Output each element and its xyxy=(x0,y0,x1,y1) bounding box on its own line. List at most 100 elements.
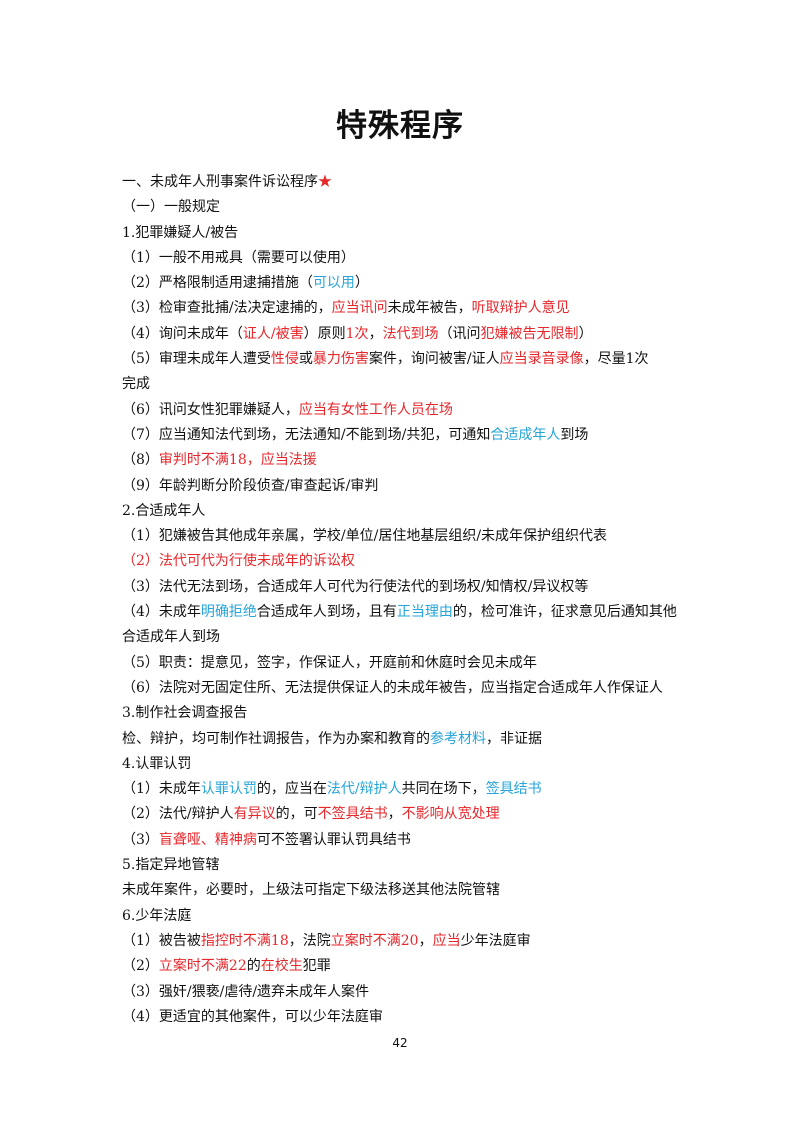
text-segment: 的，可 xyxy=(275,806,318,823)
text-segment: 3.制作社会调查报告 xyxy=(122,705,248,722)
text-segment: （6）法院对无固定住所、无法提供保证人的未成年被告，应当指定合适成年人作保证人 xyxy=(122,679,663,696)
blue-highlight-text: 参考材料 xyxy=(430,730,486,747)
section-heading: 一、未成年人刑事案件诉讼程序★ xyxy=(122,170,687,195)
text-segment: 4.认罪认罚 xyxy=(122,755,192,772)
text-segment: ，非证据 xyxy=(486,730,542,747)
text-segment: 到场 xyxy=(560,426,589,443)
item-heading: 4.认罪认罚 xyxy=(122,752,687,777)
list-item: （5）审理未成年人遭受性侵或暴力伤害案件，询问被害/证人应当录音录像，尽量1次 xyxy=(122,347,687,372)
text-segment: 2.合适成年人 xyxy=(122,502,206,519)
text-segment: 犯罪 xyxy=(302,958,331,975)
text-segment: 少年法庭审 xyxy=(460,932,531,949)
list-item-continuation: 合适成年人到场 xyxy=(122,625,687,650)
list-item-continuation: 完成 xyxy=(122,372,687,397)
text-segment: 的 xyxy=(246,958,261,975)
list-item: （2）法代/辩护人有异议的，可不签具结书，不影响从宽处理 xyxy=(122,802,687,827)
text-segment: （1）一般不用戒具（需要可以使用） xyxy=(122,249,355,266)
list-item: （4）更适宜的其他案件，可以少年法庭审 xyxy=(122,1005,687,1030)
red-highlight-text: 法代到场 xyxy=(382,325,439,342)
text-segment: （8） xyxy=(122,452,159,469)
text-segment: 可不签署认罪认罚具结书 xyxy=(256,831,411,848)
red-highlight-text: 不影响从宽处理 xyxy=(401,806,500,823)
text-segment: （1）犯嫌被告其他成年亲属，学校/单位/居住地基层组织/未成年保护组织代表 xyxy=(122,528,608,545)
text-segment: 案件，询问被害/证人 xyxy=(368,351,500,368)
text-segment: （讯问 xyxy=(438,325,481,342)
item-heading: 1.犯罪嫌疑人/被告 xyxy=(122,221,687,246)
red-highlight-text: （2）法代可代为行使未成年的诉讼权 xyxy=(122,553,355,570)
text-segment: （9）年龄判断分阶段侦查/审查起诉/审判 xyxy=(122,477,379,494)
red-highlight-text: 应当录音录像 xyxy=(499,351,584,368)
red-highlight-text: 立案时不满20 xyxy=(330,932,419,949)
text-segment: （6）讯问女性犯罪嫌疑人， xyxy=(122,401,299,418)
text-segment: 或 xyxy=(298,351,313,368)
red-highlight-text: 审判时不满18，应当法援 xyxy=(158,452,317,469)
text-segment: （1）被告被 xyxy=(122,932,201,949)
text-segment: 的，应当在 xyxy=(256,781,327,798)
item-heading: 2.合适成年人 xyxy=(122,499,687,524)
list-item: （3）法代无法到场，合适成年人可代为行使法代的到场权/知情权/异议权等 xyxy=(122,575,687,600)
text-segment: （2） xyxy=(122,958,159,975)
text-segment: （5）审理未成年人遭受 xyxy=(122,351,271,368)
text-segment: （一）一般规定 xyxy=(122,199,220,216)
blue-highlight-text: 正当理由 xyxy=(396,604,453,621)
list-item: （1）一般不用戒具（需要可以使用） xyxy=(122,246,687,271)
red-highlight-text: 应当 xyxy=(432,932,461,949)
red-highlight-text: 犯嫌被告无限制 xyxy=(480,325,579,342)
text-segment: （3） xyxy=(122,831,159,848)
blue-highlight-text: 签具结书 xyxy=(485,781,542,798)
text-segment: ， xyxy=(418,932,433,949)
paragraph: 未成年案件，必要时，上级法可指定下级法移送其他法院管辖 xyxy=(122,878,687,903)
list-item: （2）法代可代为行使未成年的诉讼权 xyxy=(122,549,687,574)
list-item: （3）盲聋哑、精神病可不签署认罪认罚具结书 xyxy=(122,828,687,853)
red-highlight-text: 不签具结书 xyxy=(317,806,388,823)
text-segment: 5.指定异地管辖 xyxy=(122,857,220,874)
text-segment: （5）职责：提意见，签字，作保证人，开庭前和休庭时会见未成年 xyxy=(122,654,537,671)
text-segment: 未成年案件，必要时，上级法可指定下级法移送其他法院管辖 xyxy=(122,882,500,899)
text-segment: 完成 xyxy=(122,376,150,393)
red-highlight-text: 立案时不满22 xyxy=(158,958,247,975)
list-item: （4）未成年明确拒绝合适成年人到场，且有正当理由的，检可准许，征求意见后通知其他 xyxy=(122,600,687,625)
text-segment: ，尽量1次 xyxy=(583,351,649,368)
list-item: （2）立案时不满22的在校生犯罪 xyxy=(122,954,687,979)
text-segment: （2）法代/辩护人 xyxy=(122,806,234,823)
red-highlight-text: 1次 xyxy=(345,325,369,342)
text-segment: （3）法代无法到场，合适成年人可代为行使法代的到场权/知情权/异议权等 xyxy=(122,578,589,595)
list-item: （7）应当通知法代到场，无法通知/不能到场/共犯，可通知合适成年人到场 xyxy=(122,423,687,448)
item-heading: 6.少年法庭 xyxy=(122,904,687,929)
text-segment: （3）检审查批捕/法决定逮捕的， xyxy=(122,300,332,317)
text-segment: （1）未成年 xyxy=(122,781,201,798)
red-highlight-text: 应当有女性工作人员在场 xyxy=(298,401,453,418)
text-segment: 1.犯罪嫌疑人/被告 xyxy=(122,224,239,241)
list-item: （6）法院对无固定住所、无法提供保证人的未成年被告，应当指定合适成年人作保证人 xyxy=(122,676,687,701)
text-segment: （4）询问未成年（ xyxy=(122,325,243,342)
text-segment: ， xyxy=(387,806,402,823)
text-segment: 未成年被告， xyxy=(387,300,472,317)
document-body: 一、未成年人刑事案件诉讼程序★ （一）一般规定 1.犯罪嫌疑人/被告 （1）一般不用戒… xyxy=(122,170,687,1030)
text-segment: 共同在场下， xyxy=(401,781,486,798)
blue-highlight-text: 合适成年人 xyxy=(490,426,561,443)
red-highlight-text: 证人/被害 xyxy=(242,325,304,342)
page-number: 42 xyxy=(392,1036,408,1050)
list-item: （9）年龄判断分阶段侦查/审查起诉/审判 xyxy=(122,474,687,499)
list-item: （1）未成年认罪认罚的，应当在法代/辩护人共同在场下，签具结书 xyxy=(122,777,687,802)
red-highlight-text: 盲聋哑、精神病 xyxy=(158,831,257,848)
list-item: （4）询问未成年（证人/被害）原则1次，法代到场（讯问犯嫌被告无限制） xyxy=(122,322,687,347)
list-item: （2）严格限制适用逮捕措施（可以用） xyxy=(122,271,687,296)
list-item: （1）犯嫌被告其他成年亲属，学校/单位/居住地基层组织/未成年保护组织代表 xyxy=(122,524,687,549)
red-highlight-text: 听取辩护人意见 xyxy=(471,300,570,317)
list-item: （3）强奸/猥亵/虐待/遗弃未成年人案件 xyxy=(122,980,687,1005)
text-segment: ， xyxy=(368,325,383,342)
text-segment: ） xyxy=(578,325,593,342)
text-segment: （7）应当通知法代到场，无法通知/不能到场/共犯，可通知 xyxy=(122,426,491,443)
blue-highlight-text: 可以用 xyxy=(312,275,355,292)
paragraph: 检、辩护，均可制作社调报告，作为办案和教育的参考材料，非证据 xyxy=(122,727,687,752)
red-highlight-text: ★ xyxy=(318,174,332,190)
blue-highlight-text: 明确拒绝 xyxy=(200,604,257,621)
text-segment: ） xyxy=(354,275,369,292)
red-highlight-text: 在校生 xyxy=(260,958,303,975)
list-item: （5）职责：提意见，签字，作保证人，开庭前和休庭时会见未成年 xyxy=(122,651,687,676)
text-segment: （3）强奸/猥亵/虐待/遗弃未成年人案件 xyxy=(122,983,370,1000)
text-segment: ，法院 xyxy=(288,932,331,949)
text-segment: 的，检可准许，征求意见后通知其他 xyxy=(452,604,677,621)
list-item: （1）被告被指控时不满18，法院立案时不满20，应当少年法庭审 xyxy=(122,929,687,954)
